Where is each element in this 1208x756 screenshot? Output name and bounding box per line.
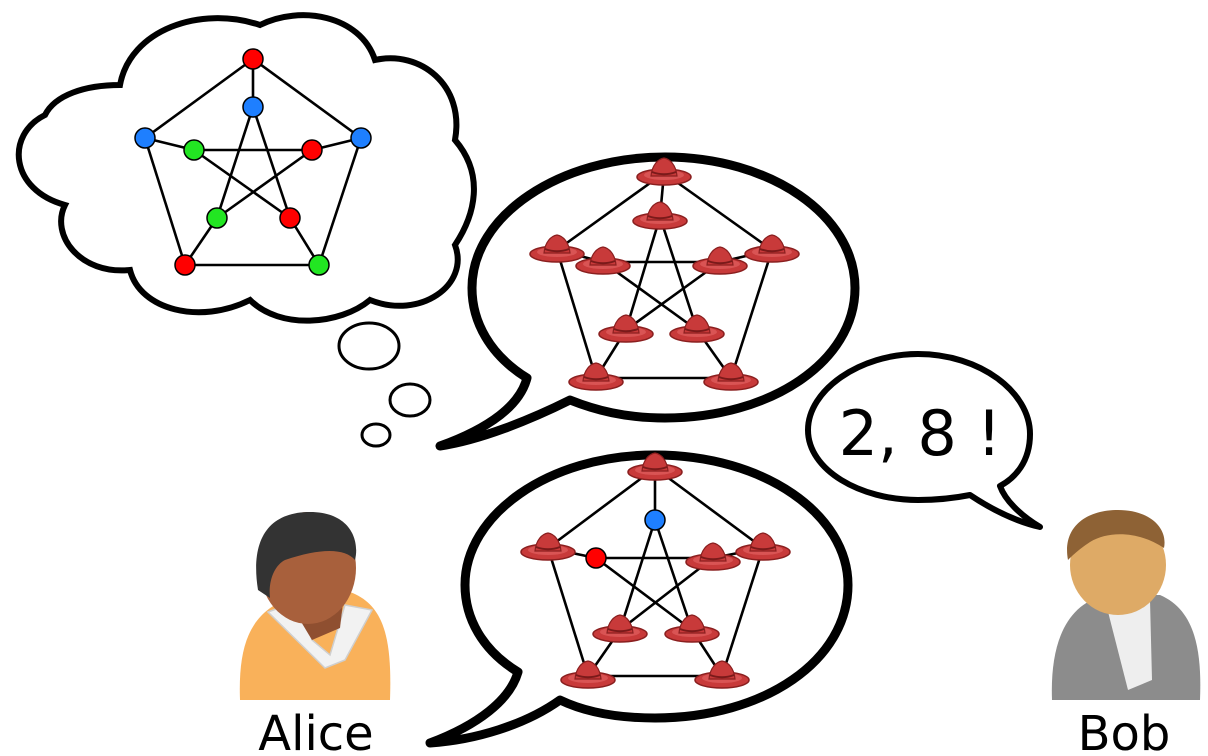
thought-bubble-large (337, 321, 401, 371)
alice-thought-cloud (15, 12, 477, 448)
graph-vertex-red (174, 254, 196, 276)
hat-icon (744, 234, 800, 263)
alice-speech-bubble-revealed (425, 450, 853, 748)
graph-edge (624, 216, 662, 331)
graph-vertex-blue (134, 127, 156, 149)
graph-edge (555, 249, 598, 379)
graph-edge (654, 466, 764, 550)
graph-vertex-blue (242, 96, 264, 118)
graph-edge (215, 106, 255, 219)
bob-speech-text: 2, 8 ! (839, 397, 1002, 470)
speech-bubble-shape (435, 152, 860, 451)
bob-hair (1067, 510, 1165, 560)
hat-icon (568, 362, 624, 391)
thought-cloud-shape (15, 12, 477, 324)
hat-icon (520, 532, 576, 561)
graph-edge (547, 466, 656, 550)
hat-icon (592, 614, 648, 643)
graph-edge (317, 137, 363, 266)
graph-edge (193, 148, 291, 220)
graph-vertex-blue (350, 127, 372, 149)
hat-icon (735, 532, 791, 561)
bob-face (1070, 515, 1166, 615)
hat-icon (703, 362, 759, 391)
graph-edge (729, 249, 774, 379)
thought-bubble-small (360, 422, 392, 448)
graph-edge (556, 171, 665, 252)
hidden-graph (529, 157, 800, 391)
graph-edge (144, 57, 254, 140)
hat-icon (598, 314, 654, 343)
graph-edge (653, 519, 694, 631)
partially-revealed-graph (520, 452, 791, 689)
graph-edge (720, 547, 765, 677)
graph-vertex-red (242, 48, 264, 70)
colored-graph (134, 48, 372, 276)
hat-icon (627, 452, 683, 481)
alice-name-label: Alice (258, 706, 373, 756)
thought-bubble-medium (388, 382, 432, 418)
hat-icon (575, 246, 631, 275)
graph-vertex-green (308, 254, 330, 276)
graph-edge (143, 137, 187, 266)
bob-speech-bubble: 2, 8 ! (805, 351, 1043, 530)
graph-vertex-green (183, 139, 205, 161)
graph-edge (658, 216, 699, 331)
graph-vertex-red (585, 547, 607, 569)
hat-icon (632, 201, 688, 230)
graph-edge (625, 260, 721, 332)
graph-edge (252, 57, 362, 140)
graph-edge (663, 171, 773, 252)
alice-avatar: Alice (239, 512, 391, 756)
graph-edge (216, 148, 313, 220)
alice-hair (256, 512, 357, 598)
hat-icon (692, 246, 748, 275)
graph-vertex-red (301, 139, 323, 161)
hat-icon (664, 614, 720, 643)
hat-icon (529, 234, 585, 263)
bob-name-label: Bob (1078, 706, 1171, 756)
graph-vertex-blue (644, 509, 666, 531)
graph-edge (602, 260, 698, 332)
graph-edge (546, 547, 590, 677)
hat-icon (560, 660, 616, 689)
graph-edge (618, 519, 657, 631)
hat-icon (685, 542, 741, 571)
hat-icon (669, 314, 725, 343)
bob-undershirt (1105, 600, 1152, 690)
graph-edge (595, 556, 693, 632)
speech-bubble-shape (425, 450, 853, 748)
hat-icon (694, 660, 750, 689)
graph-edge (251, 106, 292, 219)
speech-bubble-shape (805, 351, 1043, 530)
graph-edge (619, 556, 714, 632)
graph-vertex-red (279, 207, 301, 229)
hat-icon (636, 157, 692, 186)
bob-avatar: Bob (1051, 510, 1201, 756)
graph-vertex-green (206, 207, 228, 229)
alice-speech-bubble-committed (435, 152, 860, 451)
